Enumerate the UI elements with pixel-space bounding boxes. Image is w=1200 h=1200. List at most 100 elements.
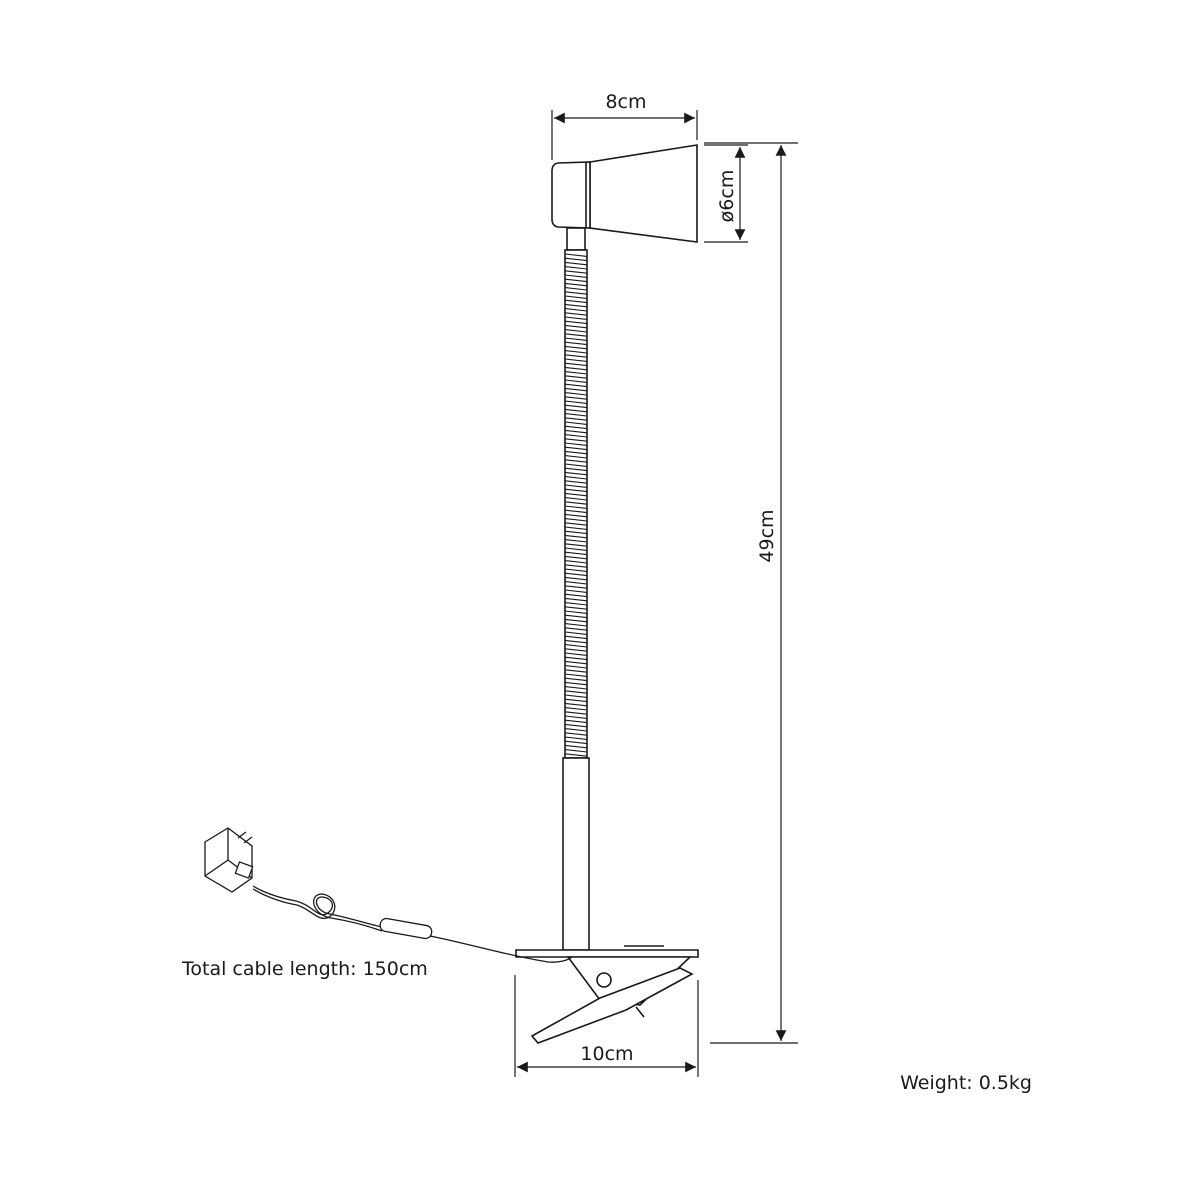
gooseneck-coil-segment (564, 635, 588, 640)
gooseneck-coil-segment (564, 652, 588, 656)
gooseneck-coil-segment (564, 299, 588, 304)
gooseneck-coil-segment (564, 702, 588, 707)
gooseneck-coil-segment (564, 308, 588, 312)
dimension-lines (514, 110, 798, 1077)
gooseneck-coil-segment (564, 639, 588, 644)
gooseneck-coil-segment (564, 287, 588, 291)
gooseneck-coils (564, 253, 588, 757)
gooseneck-coil-segment (564, 597, 588, 602)
gooseneck-coil-segment (564, 345, 588, 350)
gooseneck-coil-segment (564, 404, 588, 409)
gooseneck-coil-segment (564, 501, 588, 505)
clip-base (515, 945, 699, 1044)
gooseneck-coil-segment (564, 736, 588, 740)
gooseneck-coil-segment (564, 261, 588, 266)
lamp-neck (566, 227, 586, 251)
label-clip-width: 10cm (580, 1043, 633, 1065)
gooseneck-coil-segment (564, 480, 588, 484)
gooseneck-coil-segment (564, 539, 588, 543)
gooseneck-coil-segment (564, 446, 588, 451)
lamp-shade (589, 144, 698, 243)
gooseneck-coil-segment (564, 564, 588, 568)
gooseneck-coil-segment (564, 270, 588, 274)
gooseneck-coil-segment (564, 379, 588, 383)
clip-pivot (596, 972, 612, 988)
gooseneck-coil-segment (564, 711, 588, 715)
gooseneck-coil-segment (564, 362, 588, 367)
gooseneck-coil-segment (564, 677, 588, 682)
gooseneck-coil-segment (564, 408, 588, 413)
gooseneck-coil-segment (564, 413, 588, 417)
gooseneck-coil-segment (564, 463, 588, 467)
gooseneck-coil-segment (564, 337, 588, 341)
gooseneck-coil-segment (564, 669, 588, 673)
gooseneck-coil-segment (564, 618, 588, 623)
gooseneck-coil-segment (564, 266, 588, 270)
label-head-width: 8cm (605, 91, 646, 113)
gooseneck-coil-segment (564, 341, 588, 346)
gooseneck-coil-segment (564, 278, 588, 283)
gooseneck-coil-segment (564, 459, 588, 463)
gooseneck-coil-segment (564, 291, 588, 295)
gooseneck-coil-segment (564, 707, 588, 711)
gooseneck-coil-segment (564, 316, 588, 320)
gooseneck-coil-segment (564, 614, 588, 619)
gooseneck-coil-segment (564, 681, 588, 686)
gooseneck-coil-segment (564, 560, 588, 564)
gooseneck-coil-segment (564, 690, 588, 694)
gooseneck-coil-segment (564, 606, 588, 610)
clip-spring-body (566, 956, 692, 1006)
gooseneck-coil-segment (564, 492, 588, 497)
gooseneck-coil-segment (564, 400, 588, 404)
gooseneck-coil-segment (564, 534, 588, 539)
gooseneck-coil-segment (564, 732, 588, 736)
gooseneck-coil-segment (564, 526, 588, 530)
gooseneck-coil-segment (564, 497, 588, 501)
gooseneck-coil-segment (564, 698, 588, 703)
gooseneck-coil-segment (564, 253, 588, 257)
gooseneck-coil-segment (564, 417, 588, 421)
gooseneck-coil-segment (564, 476, 588, 480)
gooseneck-coil-segment (564, 488, 588, 493)
inline-switch-icon (379, 917, 433, 940)
clip-top-plate (515, 949, 699, 958)
gooseneck-coil-segment (564, 429, 588, 434)
gooseneck-coil-segment (564, 396, 588, 400)
gooseneck-coil-segment (564, 753, 588, 757)
gooseneck-coil-segment (564, 505, 588, 509)
gooseneck-coil-segment (564, 442, 588, 446)
gooseneck-coil-segment (564, 627, 588, 631)
gooseneck-coil-segment (564, 660, 588, 665)
gooseneck-coil-segment (564, 694, 588, 698)
gooseneck-coil-segment (564, 665, 588, 669)
clip-lower-jaw (530, 967, 694, 1044)
gooseneck-coil-segment (564, 686, 588, 690)
gooseneck-coil-segment (564, 728, 588, 732)
gooseneck-coil-segment (564, 749, 588, 753)
label-head-diameter: ø6cm (716, 170, 738, 223)
gooseneck-coil-segment (564, 484, 588, 488)
lamp-head (551, 144, 698, 251)
gooseneck-coil-segment (564, 623, 588, 627)
gooseneck-coil-segment (564, 303, 588, 308)
gooseneck-coil-segment (564, 744, 588, 749)
gooseneck-coil-segment (564, 543, 588, 547)
gooseneck-coil-segment (564, 581, 588, 585)
gooseneck-coil-segment (564, 371, 588, 375)
gooseneck-coil-segment (564, 602, 588, 606)
gooseneck-coil-segment (564, 631, 588, 635)
gooseneck-coil-segment (564, 572, 588, 577)
gooseneck-coil-segment (564, 455, 588, 459)
gooseneck-coil-segment (564, 324, 588, 329)
gooseneck-coil-segment (564, 383, 588, 388)
gooseneck-coil-segment (564, 555, 588, 560)
gooseneck-coil-segment (564, 282, 588, 287)
gooseneck-coil-segment (564, 719, 588, 724)
gooseneck-coil-segment (564, 387, 588, 392)
gooseneck-coil-segment (564, 593, 588, 598)
gooseneck-coil-segment (564, 467, 588, 472)
gooseneck-coil-segment (564, 589, 588, 593)
gooseneck-coil-segment (564, 518, 588, 522)
gooseneck-coil-segment (564, 723, 588, 728)
